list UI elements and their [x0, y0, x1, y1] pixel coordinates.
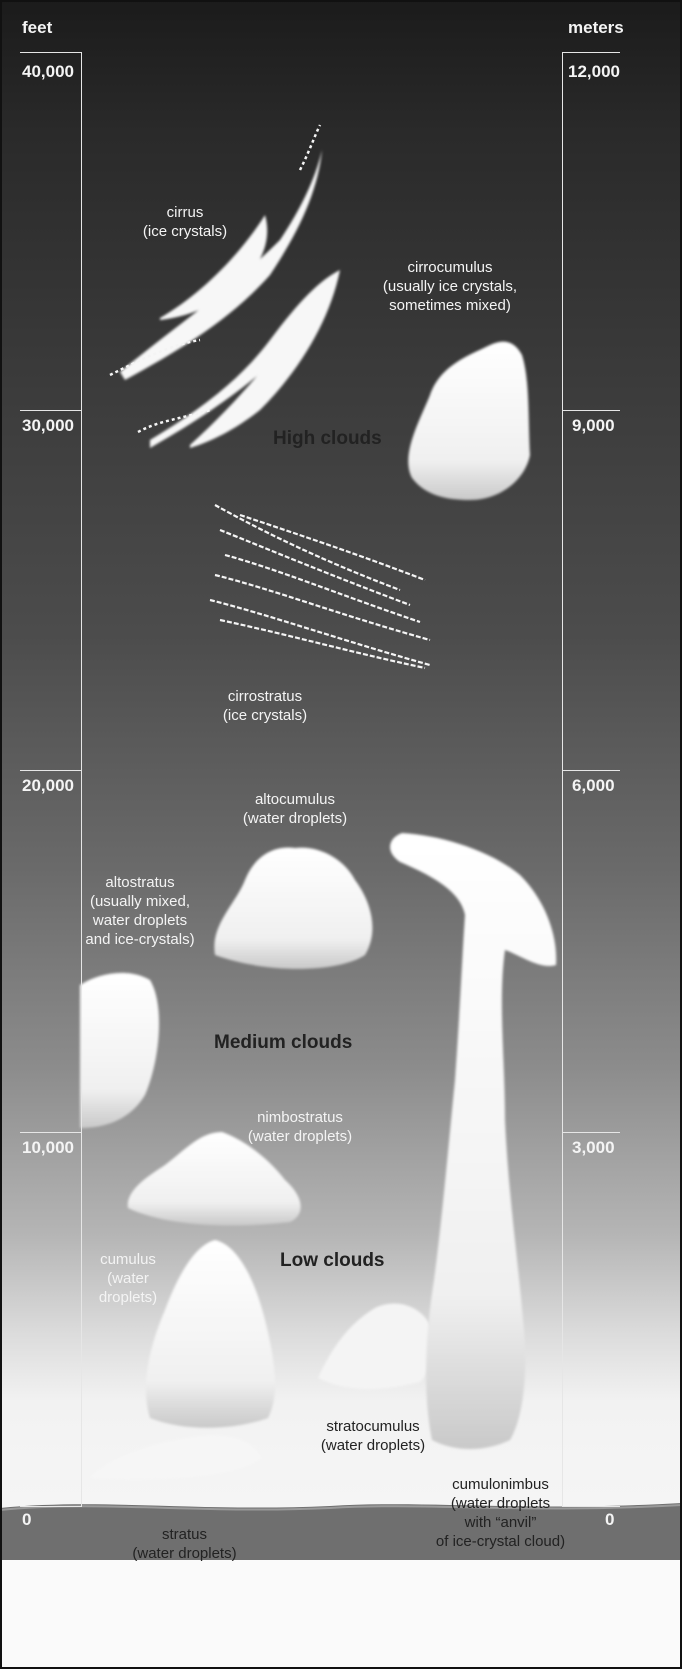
cirrus-cloud: [120, 150, 340, 448]
cumulonimbus-label: cumulonimbus(water dropletswith “anvil”o…: [418, 1475, 583, 1551]
cirrostratus-cloud: [210, 505, 430, 668]
meters-tick-12000: 12,000: [568, 62, 620, 82]
altocumulus-cloud: [214, 847, 372, 968]
high-clouds-heading: High clouds: [273, 428, 382, 450]
meters-gridline-9000: [562, 410, 620, 411]
cirrocumulus-label: cirrocumulus(usually ice crystals,someti…: [365, 258, 535, 315]
meters-gridline-3000: [562, 1132, 620, 1133]
stratus-cloud: [90, 1435, 262, 1479]
feet-unit-label: feet: [22, 18, 52, 38]
nimbostratus-label: nimbostratus(water droplets): [225, 1108, 375, 1146]
feet-gridline-30000: [20, 410, 82, 411]
feet-tick-20000: 20,000: [22, 776, 74, 796]
meters-unit-label: meters: [568, 18, 624, 38]
meters-tick-6000: 6,000: [572, 776, 615, 796]
cirrus-label: cirrus(ice crystals): [115, 203, 255, 241]
meters-tick-0: 0: [605, 1510, 614, 1530]
stratocumulus-cloud: [318, 1303, 434, 1389]
meters-gridline-6000: [562, 770, 620, 771]
feet-gridline-10000: [20, 1132, 82, 1133]
altostratus-cloud: [80, 973, 159, 1128]
cirrocumulus-cloud: [408, 342, 530, 500]
stratus-label: stratus(water droplets): [112, 1525, 257, 1563]
feet-tick-40000: 40,000: [22, 62, 74, 82]
cirrostratus-label: cirrostratus(ice crystals): [190, 687, 340, 725]
low-clouds-heading: Low clouds: [280, 1250, 385, 1272]
feet-gridline-20000: [20, 770, 82, 771]
stratocumulus-label: stratocumulus(water droplets): [298, 1417, 448, 1455]
feet-tick-0: 0: [22, 1510, 31, 1530]
altostratus-label: altostratus(usually mixed,water droplets…: [70, 873, 210, 949]
feet-tick-30000: 30,000: [22, 416, 74, 436]
cumulus-label: cumulus(waterdroplets): [88, 1250, 168, 1307]
feet-tick-10000: 10,000: [22, 1138, 74, 1158]
meters-tick-9000: 9,000: [572, 416, 615, 436]
medium-clouds-heading: Medium clouds: [214, 1032, 352, 1054]
meters-tick-3000: 3,000: [572, 1138, 615, 1158]
altocumulus-label: altocumulus(water droplets): [220, 790, 370, 828]
nimbostratus-cloud: [128, 1132, 301, 1225]
